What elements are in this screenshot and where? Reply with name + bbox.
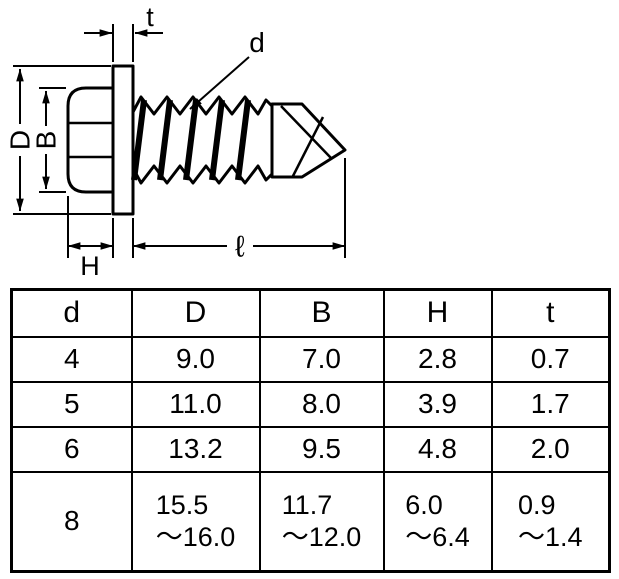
table-cell: 4.8	[382, 425, 493, 473]
dim-length	[132, 158, 346, 258]
table-cell: 6.0 ～6.4	[382, 470, 493, 573]
screw-drawing-svg: t d D B H ℓ	[5, 2, 347, 281]
table-cell: 0.7	[490, 335, 611, 383]
table-cell: 7.0	[258, 335, 385, 383]
drill-flute-line	[291, 116, 325, 177]
dimension-lines	[13, 24, 346, 258]
dim-D	[13, 65, 111, 215]
table-cell: 1.7	[490, 380, 611, 428]
table-cell-range: 6.0 ～6.4	[405, 489, 470, 553]
table-cell-range: 15.5 ～16.0	[155, 489, 236, 553]
dim-label-B: B	[31, 131, 62, 150]
col-header-t: t	[490, 288, 611, 338]
dim-H	[67, 196, 114, 258]
col-header-D: D	[130, 288, 261, 338]
table-row: 5 11.0 8.0 3.9 1.7	[10, 380, 611, 428]
col-header-H: H	[382, 288, 493, 338]
drill-point	[270, 102, 347, 179]
screw-body	[66, 64, 347, 216]
table-cell: 4	[10, 335, 133, 383]
table-row: 4 9.0 7.0 2.8 0.7	[10, 335, 611, 383]
table-cell: 3.9	[382, 380, 493, 428]
col-header-B: B	[258, 288, 385, 338]
thread-helix-lines	[131, 99, 251, 181]
table-row: 8 15.5 ～16.0 11.7 ～12.0 6.0 ～6.4 0.9 ～1.…	[10, 470, 611, 573]
dimension-table: d D B H t 4 9.0 7.0 2.8 0.7 5 11.0 8.0 3…	[10, 288, 611, 573]
table-cell: 15.5 ～16.0	[130, 470, 261, 573]
table-cell: 8.0	[258, 380, 385, 428]
dim-d-leader	[189, 56, 250, 110]
table-cell: 0.9 ～1.4	[490, 470, 611, 573]
dim-label-d: d	[249, 27, 265, 58]
col-header-d: d	[10, 288, 133, 338]
dim-label-D: D	[5, 130, 36, 150]
thread-top-profile	[131, 95, 274, 116]
table-row: 6 13.2 9.5 4.8 2.0	[10, 425, 611, 473]
table-cell: 6	[10, 425, 133, 473]
table-cell: 2.8	[382, 335, 493, 383]
screw-technical-drawing: t d D B H ℓ	[0, 0, 619, 288]
table-cell: 5	[10, 380, 133, 428]
table-cell: 11.7 ～12.0	[258, 470, 385, 573]
table-cell-range: 11.7 ～12.0	[281, 489, 362, 553]
washer-flange	[111, 64, 135, 216]
dim-B	[39, 87, 66, 193]
drill-flute-line	[280, 105, 332, 159]
table-header-row: d D B H t	[10, 288, 611, 338]
table-cell: 9.5	[258, 425, 385, 473]
dimension-labels: t d D B H ℓ	[5, 2, 265, 281]
table-cell: 8	[10, 470, 133, 573]
table-cell: 13.2	[130, 425, 261, 473]
table-cell: 2.0	[490, 425, 611, 473]
table-cell: 11.0	[130, 380, 261, 428]
dim-label-t: t	[146, 2, 154, 32]
dim-t	[84, 24, 163, 62]
thread-bottom-profile	[131, 164, 274, 185]
hex-head	[66, 86, 116, 194]
dim-label-length: ℓ	[235, 231, 245, 264]
dim-label-H: H	[80, 251, 100, 281]
table-cell: 9.0	[130, 335, 261, 383]
table-cell-range: 0.9 ～1.4	[517, 489, 583, 553]
